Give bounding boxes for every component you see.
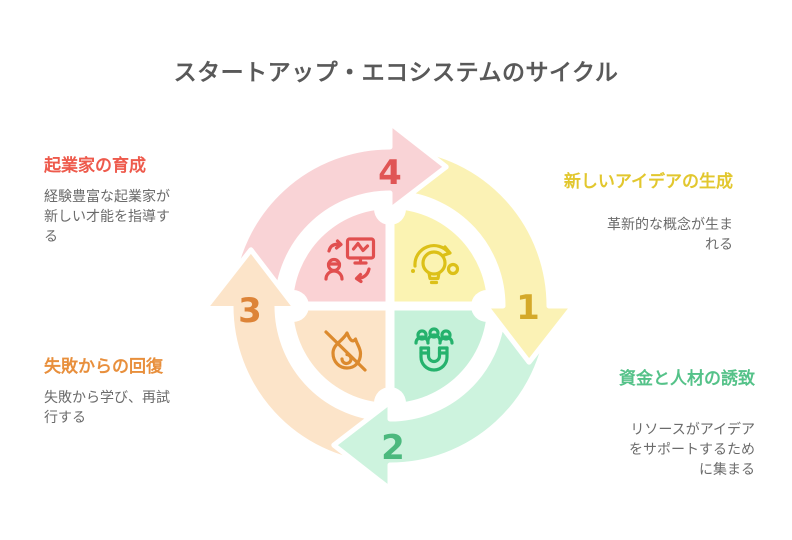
step-3-text-block: 失敗からの回復 失敗から学び、再試 行する <box>44 357 244 427</box>
step-number-2: 2 <box>381 428 405 468</box>
step-1-text-block: 新しいアイデアの生成 革新的な概念が生ま れる <box>513 172 733 254</box>
lightbulb-refresh-icon <box>411 244 460 285</box>
step-number-3: 3 <box>238 291 262 331</box>
step-2-text-block: 資金と人材の誘致 リソースがアイデア をサポートするため に集まる <box>535 369 755 479</box>
quadrant-step-3 <box>293 306 390 403</box>
mentor-presentation-icon <box>324 237 376 284</box>
step-1-heading: 新しいアイデアの生成 <box>563 172 733 191</box>
flame-crossed-icon <box>324 330 367 372</box>
quadrant-step-1 <box>390 209 487 306</box>
step-4-heading: 起業家の育成 <box>44 156 146 175</box>
magnet-people-icon <box>414 327 454 372</box>
step-number-4: 4 <box>378 153 402 193</box>
step-3-heading: 失敗からの回復 <box>44 357 163 376</box>
step-4-description: 経験豊富な起業家が 新しい才能を指導す る <box>44 188 170 244</box>
step-2-description: リソースがアイデア をサポートするため に集まる <box>629 421 755 477</box>
step-number-1: 1 <box>516 288 540 328</box>
step-3-description: 失敗から学び、再試 行する <box>44 389 170 425</box>
step-2-heading: 資金と人材の誘致 <box>619 369 755 388</box>
step-1-description: 革新的な概念が生ま れる <box>607 216 733 252</box>
cycle-diagram: 4 1 2 3 <box>170 86 610 526</box>
page-title: スタートアップ・エコシステムのサイクル <box>173 59 619 85</box>
quadrant-divider-horizontal <box>288 301 492 311</box>
step-4-text-block: 起業家の育成 経験豊富な起業家が 新しい才能を指導す る <box>44 156 244 246</box>
quadrant-step-4 <box>293 209 390 306</box>
